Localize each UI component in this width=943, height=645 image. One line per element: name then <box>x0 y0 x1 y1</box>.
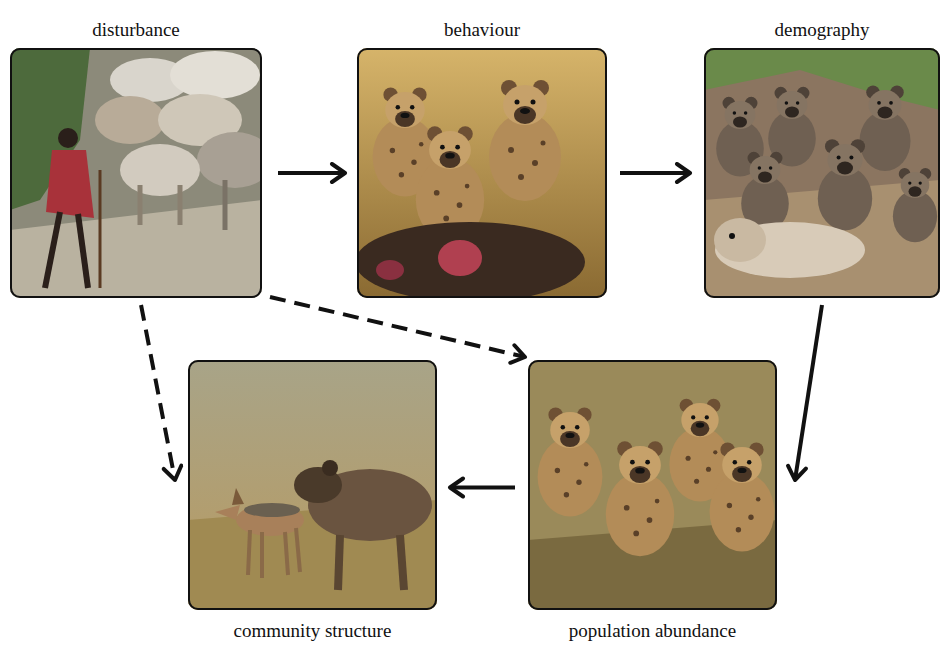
hyena-cubs-photo <box>818 139 872 230</box>
hyena-group-photo <box>710 443 775 552</box>
hyena-cubs-photo <box>704 48 940 298</box>
hyena-cubs-photo <box>704 48 940 298</box>
feeding-hyenas-photo <box>438 240 482 276</box>
panel-caption: demography <box>775 19 870 42</box>
solid-arrow <box>450 486 515 490</box>
jackal-hyena-photo <box>232 488 244 505</box>
panel-caption: behaviour <box>444 19 520 42</box>
herder-photo <box>178 185 183 225</box>
jackal-hyena-photo <box>285 532 288 575</box>
jackal-hyena-photo <box>322 460 338 476</box>
hyena-group-photo <box>528 360 777 610</box>
herder-photo <box>120 144 200 196</box>
herder-photo <box>95 96 165 144</box>
feeding-hyenas-photo <box>376 260 404 280</box>
jackal-hyena-photo <box>248 530 250 575</box>
herder-photo <box>46 150 94 218</box>
solid-arrow <box>795 305 822 480</box>
hyena-cubs-photo <box>704 48 940 110</box>
feeding-hyenas-photo <box>489 80 561 201</box>
herder-photo <box>10 48 262 298</box>
hyena-group-photo <box>528 360 777 610</box>
photo-panel: demography <box>704 48 940 298</box>
jackal-hyena-photo <box>296 528 300 572</box>
photo-panel: community structure <box>188 360 437 610</box>
jackal-hyena-photo <box>188 360 437 610</box>
herder-photo <box>78 214 88 288</box>
jackal-hyena-photo <box>260 532 264 578</box>
feeding-hyenas-photo <box>357 222 585 298</box>
jackal-hyena-photo <box>215 505 240 520</box>
herder-photo <box>58 128 78 148</box>
herder-photo <box>138 185 143 225</box>
jackal-hyena-photo <box>236 504 304 536</box>
herder-photo <box>223 180 228 230</box>
hyena-cubs-photo <box>893 168 937 242</box>
hyena-cubs-photo <box>860 86 911 172</box>
herder-photo <box>170 51 260 99</box>
herder-photo <box>45 212 60 288</box>
jackal-hyena-photo <box>338 535 340 590</box>
hyena-cubs-photo <box>714 218 766 262</box>
dashed-arrow <box>141 305 175 480</box>
jackal-hyena-photo <box>400 535 404 590</box>
photo-panel: disturbance <box>10 48 262 298</box>
herder-photo <box>99 170 102 288</box>
solid-arrow <box>278 171 345 175</box>
dashed-arrow <box>270 297 525 357</box>
panel-caption: community structure <box>234 620 392 643</box>
photo-panel: behaviour <box>357 48 607 298</box>
jackal-hyena-photo <box>188 360 437 610</box>
solid-arrow <box>620 171 690 175</box>
feeding-hyenas-photo <box>357 48 607 298</box>
photo-panel: population abundance <box>528 360 777 610</box>
hyena-group-photo <box>606 441 674 556</box>
panel-caption: disturbance <box>92 19 180 42</box>
panel-caption: population abundance <box>569 620 736 643</box>
herder-photo <box>197 132 262 188</box>
hyena-cubs-photo <box>729 233 735 239</box>
jackal-hyena-photo <box>244 503 300 517</box>
hyena-group-photo <box>538 408 603 517</box>
